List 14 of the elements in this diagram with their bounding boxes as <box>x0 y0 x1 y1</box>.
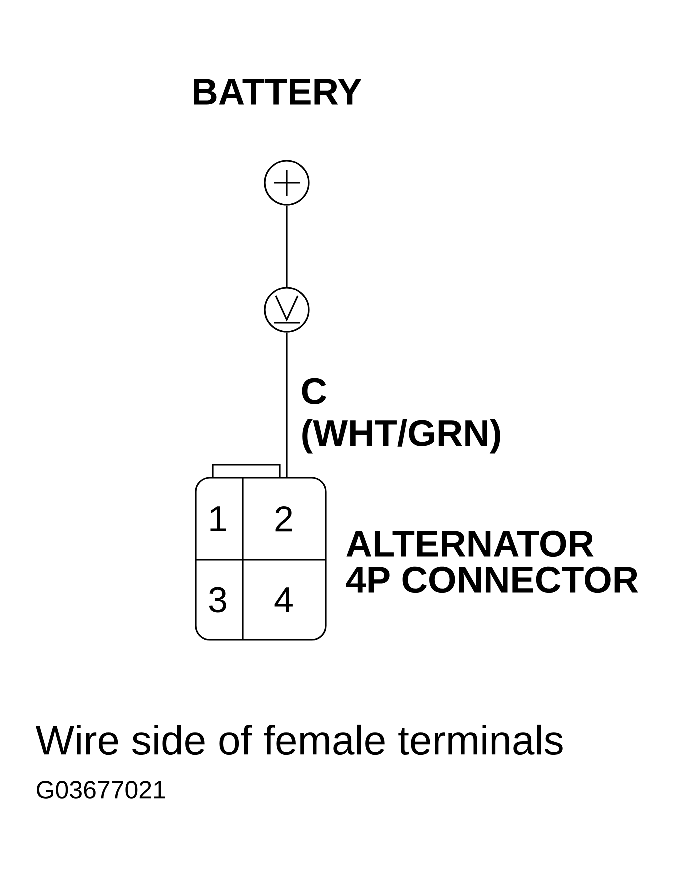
battery-terminal-symbol <box>264 160 310 206</box>
terminal-cell: 4 <box>274 588 293 612</box>
terminal-cell: 3 <box>209 587 226 613</box>
voltmeter-symbol <box>264 287 310 333</box>
caption-text: Wire side of female terminals <box>36 724 563 756</box>
terminal-cell: 1 <box>210 506 226 532</box>
connector-label: ALTERNATOR 4P CONNECTOR <box>346 530 638 594</box>
terminal-cell: 2 <box>276 506 292 532</box>
wire-label: C (WHT/GRN) <box>300 378 526 454</box>
figure-code: G03677021 <box>37 781 166 799</box>
wire <box>286 206 288 288</box>
connector-drawing <box>195 464 327 641</box>
battery-label: BATTERY <box>194 79 362 105</box>
wire <box>286 332 288 478</box>
